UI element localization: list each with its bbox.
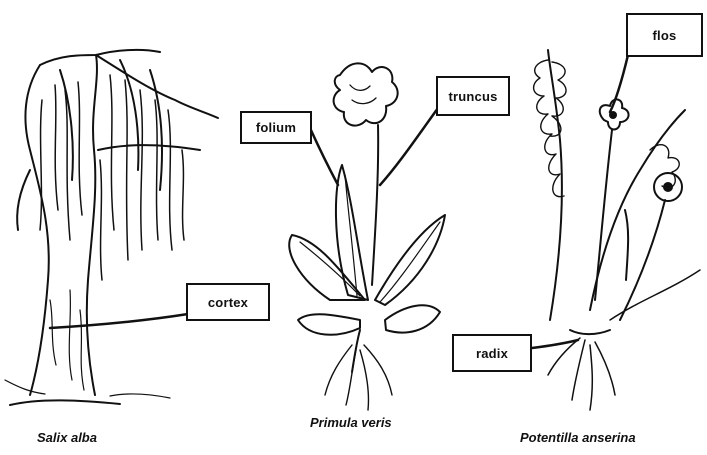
truncus-label: truncus	[436, 76, 510, 116]
folium-label: folium	[240, 111, 312, 144]
radix-label: radix	[452, 334, 532, 372]
potentilla-drawing	[534, 50, 700, 410]
cortex-label: cortex	[186, 283, 270, 321]
primula-drawing	[289, 63, 445, 410]
radix-leader-line	[532, 340, 578, 348]
flos-label: flos	[626, 13, 703, 57]
caption-salix-alba: Salix alba	[37, 430, 97, 445]
flos-leader-line	[610, 55, 628, 112]
truncus-leader-line	[380, 108, 438, 185]
willow-tree-drawing	[5, 50, 218, 405]
caption-primula-veris: Primula veris	[310, 415, 392, 430]
folium-leader-line	[310, 128, 338, 185]
caption-potentilla-anserina: Potentilla anserina	[520, 430, 636, 445]
